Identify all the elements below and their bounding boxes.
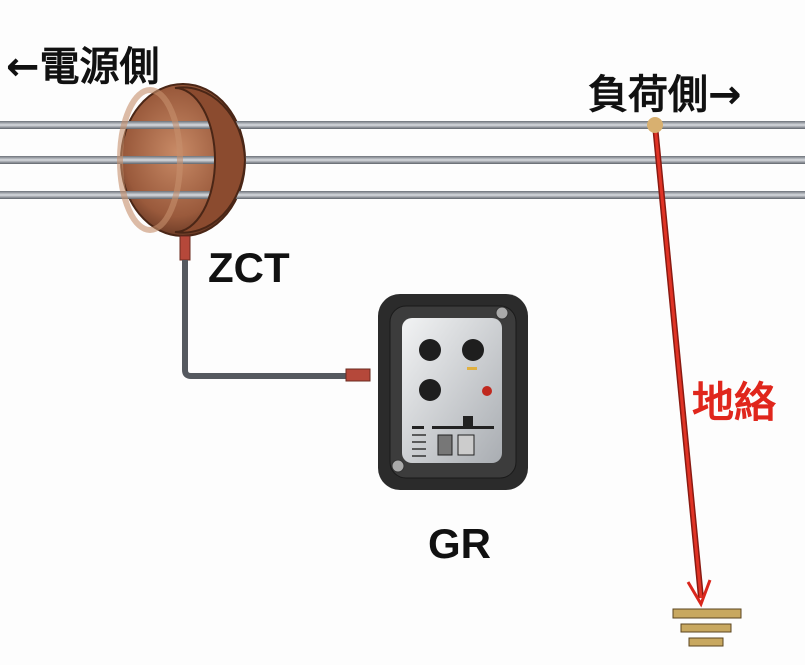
power-line-1 bbox=[0, 121, 805, 129]
gr-relay-device bbox=[378, 294, 528, 490]
dial-knob[interactable] bbox=[419, 379, 441, 401]
power-line-2 bbox=[0, 156, 805, 164]
fault-point bbox=[647, 117, 663, 133]
ground-fault-line bbox=[647, 117, 712, 608]
power-line-3 bbox=[0, 191, 805, 199]
indicator-lamp bbox=[482, 386, 492, 396]
screw-icon bbox=[391, 459, 405, 473]
switch[interactable] bbox=[437, 434, 453, 456]
load-side-label: 負荷側→ bbox=[588, 72, 742, 118]
zct-label: ZCT bbox=[208, 244, 290, 291]
dial-knob[interactable] bbox=[462, 339, 484, 361]
source-side-label: ←電源側 bbox=[6, 44, 160, 90]
gr-label: GR bbox=[428, 520, 491, 567]
zct-signal-wire bbox=[179, 235, 371, 382]
screw-icon bbox=[495, 306, 509, 320]
power-lines bbox=[0, 121, 805, 199]
zct-toroid-front bbox=[117, 86, 247, 234]
ground-fault-label: 地絡 bbox=[692, 378, 777, 427]
ground-icon bbox=[672, 608, 742, 647]
test-button[interactable] bbox=[463, 416, 473, 426]
dial-knob[interactable] bbox=[419, 339, 441, 361]
